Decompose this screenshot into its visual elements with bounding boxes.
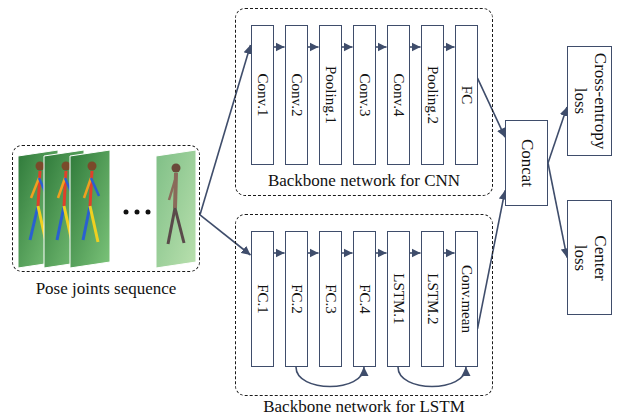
flow-arrow: [444, 252, 455, 254]
layer-box: Conv.mean: [455, 231, 478, 367]
layer-box: FC.1: [251, 231, 274, 367]
flow-arrow: [548, 163, 567, 258]
layer-label: Center loss: [570, 227, 609, 289]
layer-box: Conv.1: [251, 25, 274, 165]
flow-arrow: [548, 107, 567, 163]
backbone-group: Backbone network for CNN Conv.1 Conv.2 Pool…: [235, 8, 493, 196]
flow-arrow: [410, 46, 421, 48]
flow-arrow: [342, 46, 353, 48]
layer-box: Conv.2: [285, 25, 308, 165]
layer-label: Conv.3: [355, 74, 372, 117]
layer-label: FC: [457, 86, 474, 104]
flow-arrow: [478, 191, 506, 329]
flow-arrow: [274, 46, 285, 48]
flow-arrow: [376, 252, 387, 254]
pose-frame: [70, 150, 110, 268]
layer-box: Pooling.1: [319, 25, 342, 165]
backbone-group: Backbone network for LSTMFC.1FC.2FC.3FC.…: [235, 214, 493, 396]
layer-box: LSTM.2: [421, 231, 444, 367]
layer-label: Pooling.2: [423, 66, 440, 124]
layer-box: Pooling.2: [421, 25, 444, 165]
layer-label: Conv.1: [253, 74, 270, 117]
layer-label: Cross-entropy loss: [570, 51, 609, 151]
layer-box: FC.3: [319, 231, 342, 367]
flow-arrow: [200, 45, 251, 215]
flow-arrow: [274, 252, 285, 254]
layer-label: FC.1: [253, 284, 270, 314]
layer-label: LSTM.1: [389, 273, 406, 324]
group-label: Backbone network for LSTM: [236, 397, 492, 417]
flow-arrow: [200, 215, 251, 255]
flow-arrow: [342, 252, 353, 254]
flow-arrow: [376, 46, 387, 48]
flow-arrow: [410, 252, 421, 254]
ellipsis-dots: [124, 210, 151, 215]
flow-arrow: [296, 367, 364, 387]
flow-arrow: [308, 46, 319, 48]
layer-box: FC.2: [285, 231, 308, 367]
flow-arrow: [398, 367, 466, 387]
layer-box: LSTM.1: [387, 231, 410, 367]
flow-arrow: [444, 46, 455, 48]
layer-label: FC.3: [321, 284, 338, 314]
loss-box: Cross-entropy loss: [567, 46, 612, 156]
flow-arrow: [308, 252, 319, 254]
layer-label: FC.2: [287, 284, 304, 314]
group-label: Pose joints sequence: [13, 279, 199, 299]
flow-arrow: [478, 78, 506, 137]
concat-box: Concat: [505, 120, 548, 206]
layer-box: FC: [455, 25, 478, 165]
group-label: Backbone network for CNN: [236, 171, 492, 191]
layer-label: LSTM.2: [423, 273, 440, 324]
layer-label: FC.4: [355, 284, 372, 314]
layer-box: Conv.4: [387, 25, 410, 165]
layer-box: FC.4: [353, 231, 376, 367]
layer-label: Pooling.1: [321, 66, 338, 124]
layer-label: Conv.2: [287, 74, 304, 117]
layer-label: Conv.4: [389, 74, 406, 117]
layer-label: Conv.mean: [457, 265, 474, 333]
input-group: Pose joints sequence: [12, 145, 200, 272]
layer-box: Conv.3: [353, 25, 376, 165]
pose-frame: [156, 150, 196, 268]
layer-label: Concat: [517, 139, 537, 187]
loss-box: Center loss: [567, 200, 612, 315]
